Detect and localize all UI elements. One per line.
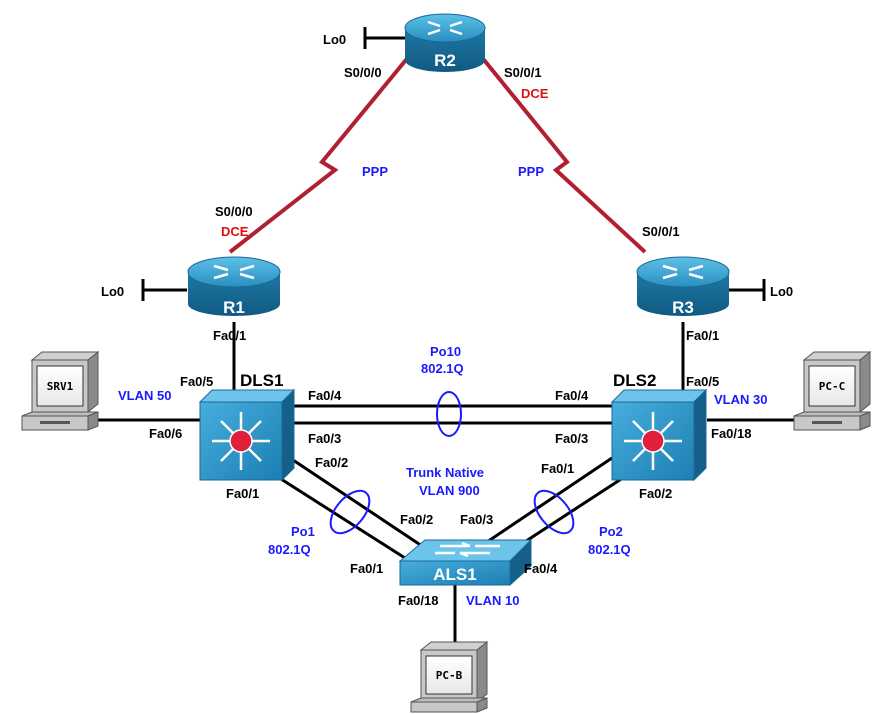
pc-b-name: PC-B xyxy=(436,669,463,682)
r1-s000-label: S0/0/0 xyxy=(215,204,253,219)
router-r3[interactable]: R3 xyxy=(636,256,730,317)
dls1-fa03-label: Fa0/3 xyxy=(308,431,341,446)
host-pc-c[interactable]: PC-C xyxy=(793,350,872,431)
ppp-right-label: PPP xyxy=(518,164,544,179)
po10-encap-label: 802.1Q xyxy=(421,361,464,376)
multilayer-core-dot xyxy=(229,429,253,453)
po1-name-label: Po1 xyxy=(291,524,315,539)
dls2-name: DLS2 xyxy=(613,371,656,390)
als1-fa03-label: Fa0/3 xyxy=(460,512,493,527)
serial-link-r1-r2 xyxy=(228,53,412,254)
link-po1-fa01 xyxy=(269,470,406,560)
r3-lo0-label: Lo0 xyxy=(770,284,793,299)
switch-arrows-icon xyxy=(435,541,500,558)
r2-s001-label: S0/0/1 xyxy=(504,65,542,80)
po1-encap-label: 802.1Q xyxy=(268,542,311,557)
dls1-fa06-label: Fa0/6 xyxy=(149,426,182,441)
router-r1[interactable]: R1 xyxy=(187,256,281,317)
access-switch-als1[interactable]: ALS1 xyxy=(398,538,533,587)
serial-link-r2-r3 xyxy=(478,53,647,254)
router-r2[interactable]: R2 xyxy=(404,13,486,72)
dls1-fa05-label: Fa0/5 xyxy=(180,374,213,389)
pc-c-name: PC-C xyxy=(819,380,846,393)
r1-fa01-label: Fa0/1 xyxy=(213,328,246,343)
dls1-fa01-label: Fa0/1 xyxy=(226,486,259,501)
po1-bundle-ring xyxy=(329,489,371,535)
als1-fa04-label: Fa0/4 xyxy=(524,561,558,576)
r1-dce-label: DCE xyxy=(221,224,249,239)
dls2-fa02-label: Fa0/2 xyxy=(639,486,672,501)
po2-name-label: Po2 xyxy=(599,524,623,539)
ppp-left-label: PPP xyxy=(362,164,388,179)
router-r3-name: R3 xyxy=(672,298,694,317)
srv1-vlan-label: VLAN 50 xyxy=(118,388,171,403)
router-arrows-icon xyxy=(427,20,463,36)
als1-fa01-label: Fa0/1 xyxy=(350,561,383,576)
host-pc-b[interactable]: PC-B xyxy=(410,640,489,713)
r3-fa01-label: Fa0/1 xyxy=(686,328,719,343)
dls2-fa03-label: Fa0/3 xyxy=(555,431,588,446)
po10-name-label: Po10 xyxy=(430,344,461,359)
dls1-fa02-label: Fa0/2 xyxy=(315,455,348,470)
r2-dce-label: DCE xyxy=(521,86,549,101)
router-r1-name: R1 xyxy=(223,298,245,317)
r1-lo0-label: Lo0 xyxy=(101,284,124,299)
srv1-name: SRV1 xyxy=(47,380,74,393)
r3-s001-label: S0/0/1 xyxy=(642,224,680,239)
dls1-fa04-label: Fa0/4 xyxy=(308,388,342,403)
r2-s000-label: S0/0/0 xyxy=(344,65,382,80)
link-po2-fa01 xyxy=(477,456,613,550)
dls1-name: DLS1 xyxy=(240,371,283,390)
als1-fa018-label: Fa0/18 xyxy=(398,593,438,608)
po10-bundle-ring xyxy=(436,391,462,437)
dls2-fa05-label: Fa0/5 xyxy=(686,374,719,389)
als1-fa02-label: Fa0/2 xyxy=(400,512,433,527)
dls2-fa01-label: Fa0/1 xyxy=(541,461,574,476)
po2-bundle-ring xyxy=(533,489,575,535)
r2-lo0-label: Lo0 xyxy=(323,32,346,47)
po2-encap-label: 802.1Q xyxy=(588,542,631,557)
link-po1-fa02 xyxy=(289,456,426,550)
router-arrows-icon xyxy=(213,264,255,280)
pcb-vlan-label: VLAN 10 xyxy=(466,593,519,608)
pcc-vlan-label: VLAN 30 xyxy=(714,392,767,407)
router-r2-name: R2 xyxy=(434,51,456,70)
dls2-fa04-label: Fa0/4 xyxy=(555,388,589,403)
multilayer-core-dot xyxy=(641,429,665,453)
host-srv1[interactable]: SRV1 xyxy=(21,350,100,431)
lo0-stub-r2 xyxy=(363,27,405,49)
als1-name: ALS1 xyxy=(433,565,476,584)
trunk-native-label: Trunk Native xyxy=(406,465,484,480)
multilayer-switch-dls2[interactable]: DLS2 xyxy=(610,371,708,482)
router-arrows-icon xyxy=(662,264,704,280)
multilayer-switch-dls1[interactable]: DLS1 xyxy=(198,371,296,482)
lo0-stub-r1 xyxy=(141,279,187,301)
trunk-vlan-label: VLAN 900 xyxy=(419,483,480,498)
dls2-fa018-label: Fa0/18 xyxy=(711,426,751,441)
